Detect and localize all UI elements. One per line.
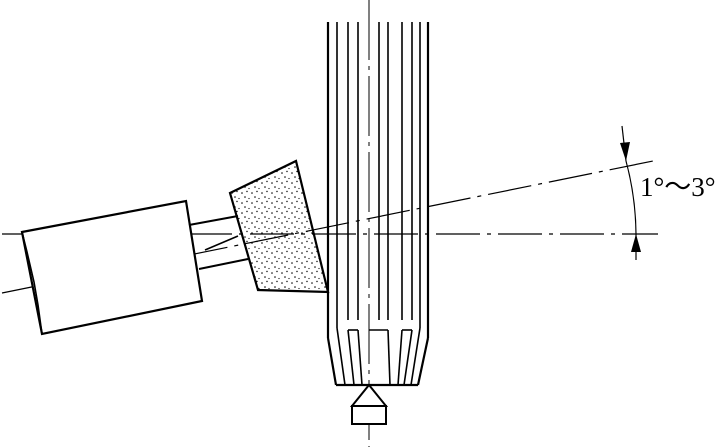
arrowhead-bottom-icon — [631, 234, 641, 252]
tailstock-center — [349, 383, 389, 425]
spindle-shaft — [188, 215, 249, 270]
arrowhead-top-icon — [620, 142, 630, 161]
fluted-cutter-tool — [326, 22, 430, 387]
inclined-axis-line — [1, 159, 659, 294]
grinder-spindle-housing — [20, 199, 204, 336]
angle-range-label: 1°～3° — [640, 172, 716, 202]
grinding-wheel — [228, 159, 330, 294]
angle-dimension — [620, 125, 641, 260]
